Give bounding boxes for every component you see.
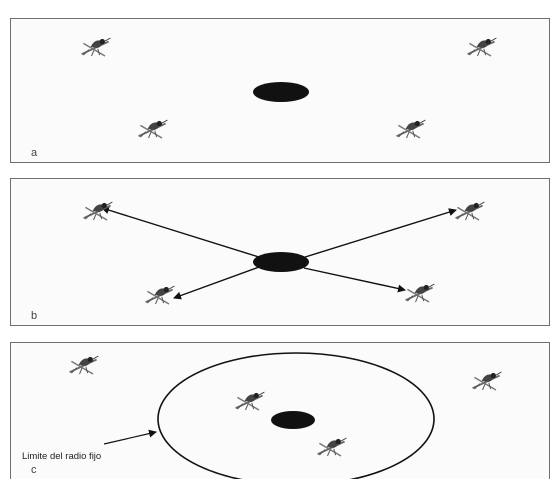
- mosquito-icon: [397, 120, 426, 138]
- arrow-to-top-right: [302, 210, 456, 258]
- host-body-a: [253, 82, 309, 102]
- annotation-arrow: [104, 432, 156, 444]
- mosquito-icon: [70, 356, 99, 374]
- mosquito-icon: [406, 284, 435, 302]
- panel-c-scene: [70, 353, 502, 479]
- fixed-radius-label: Limite del radio fijo: [22, 451, 101, 462]
- mosquito-icon: [236, 392, 265, 410]
- mosquito-icon: [473, 372, 502, 390]
- mosquito-icon: [84, 202, 113, 220]
- mosquito-icon: [82, 38, 111, 56]
- host-body-c: [271, 411, 315, 429]
- mosquito-icon: [146, 286, 175, 304]
- mosquito-icon: [456, 202, 485, 220]
- arrow-to-bottom-left: [174, 266, 262, 298]
- panel-a-scene: [82, 38, 497, 138]
- mosquito-icon: [139, 120, 168, 138]
- arrow-to-bottom-right: [304, 268, 405, 290]
- mosquito-icon: [318, 438, 347, 456]
- host-body-b: [253, 252, 309, 272]
- mosquito-icon: [468, 38, 497, 56]
- arrow-to-top-left: [102, 208, 262, 258]
- panel-b-scene: [84, 202, 485, 304]
